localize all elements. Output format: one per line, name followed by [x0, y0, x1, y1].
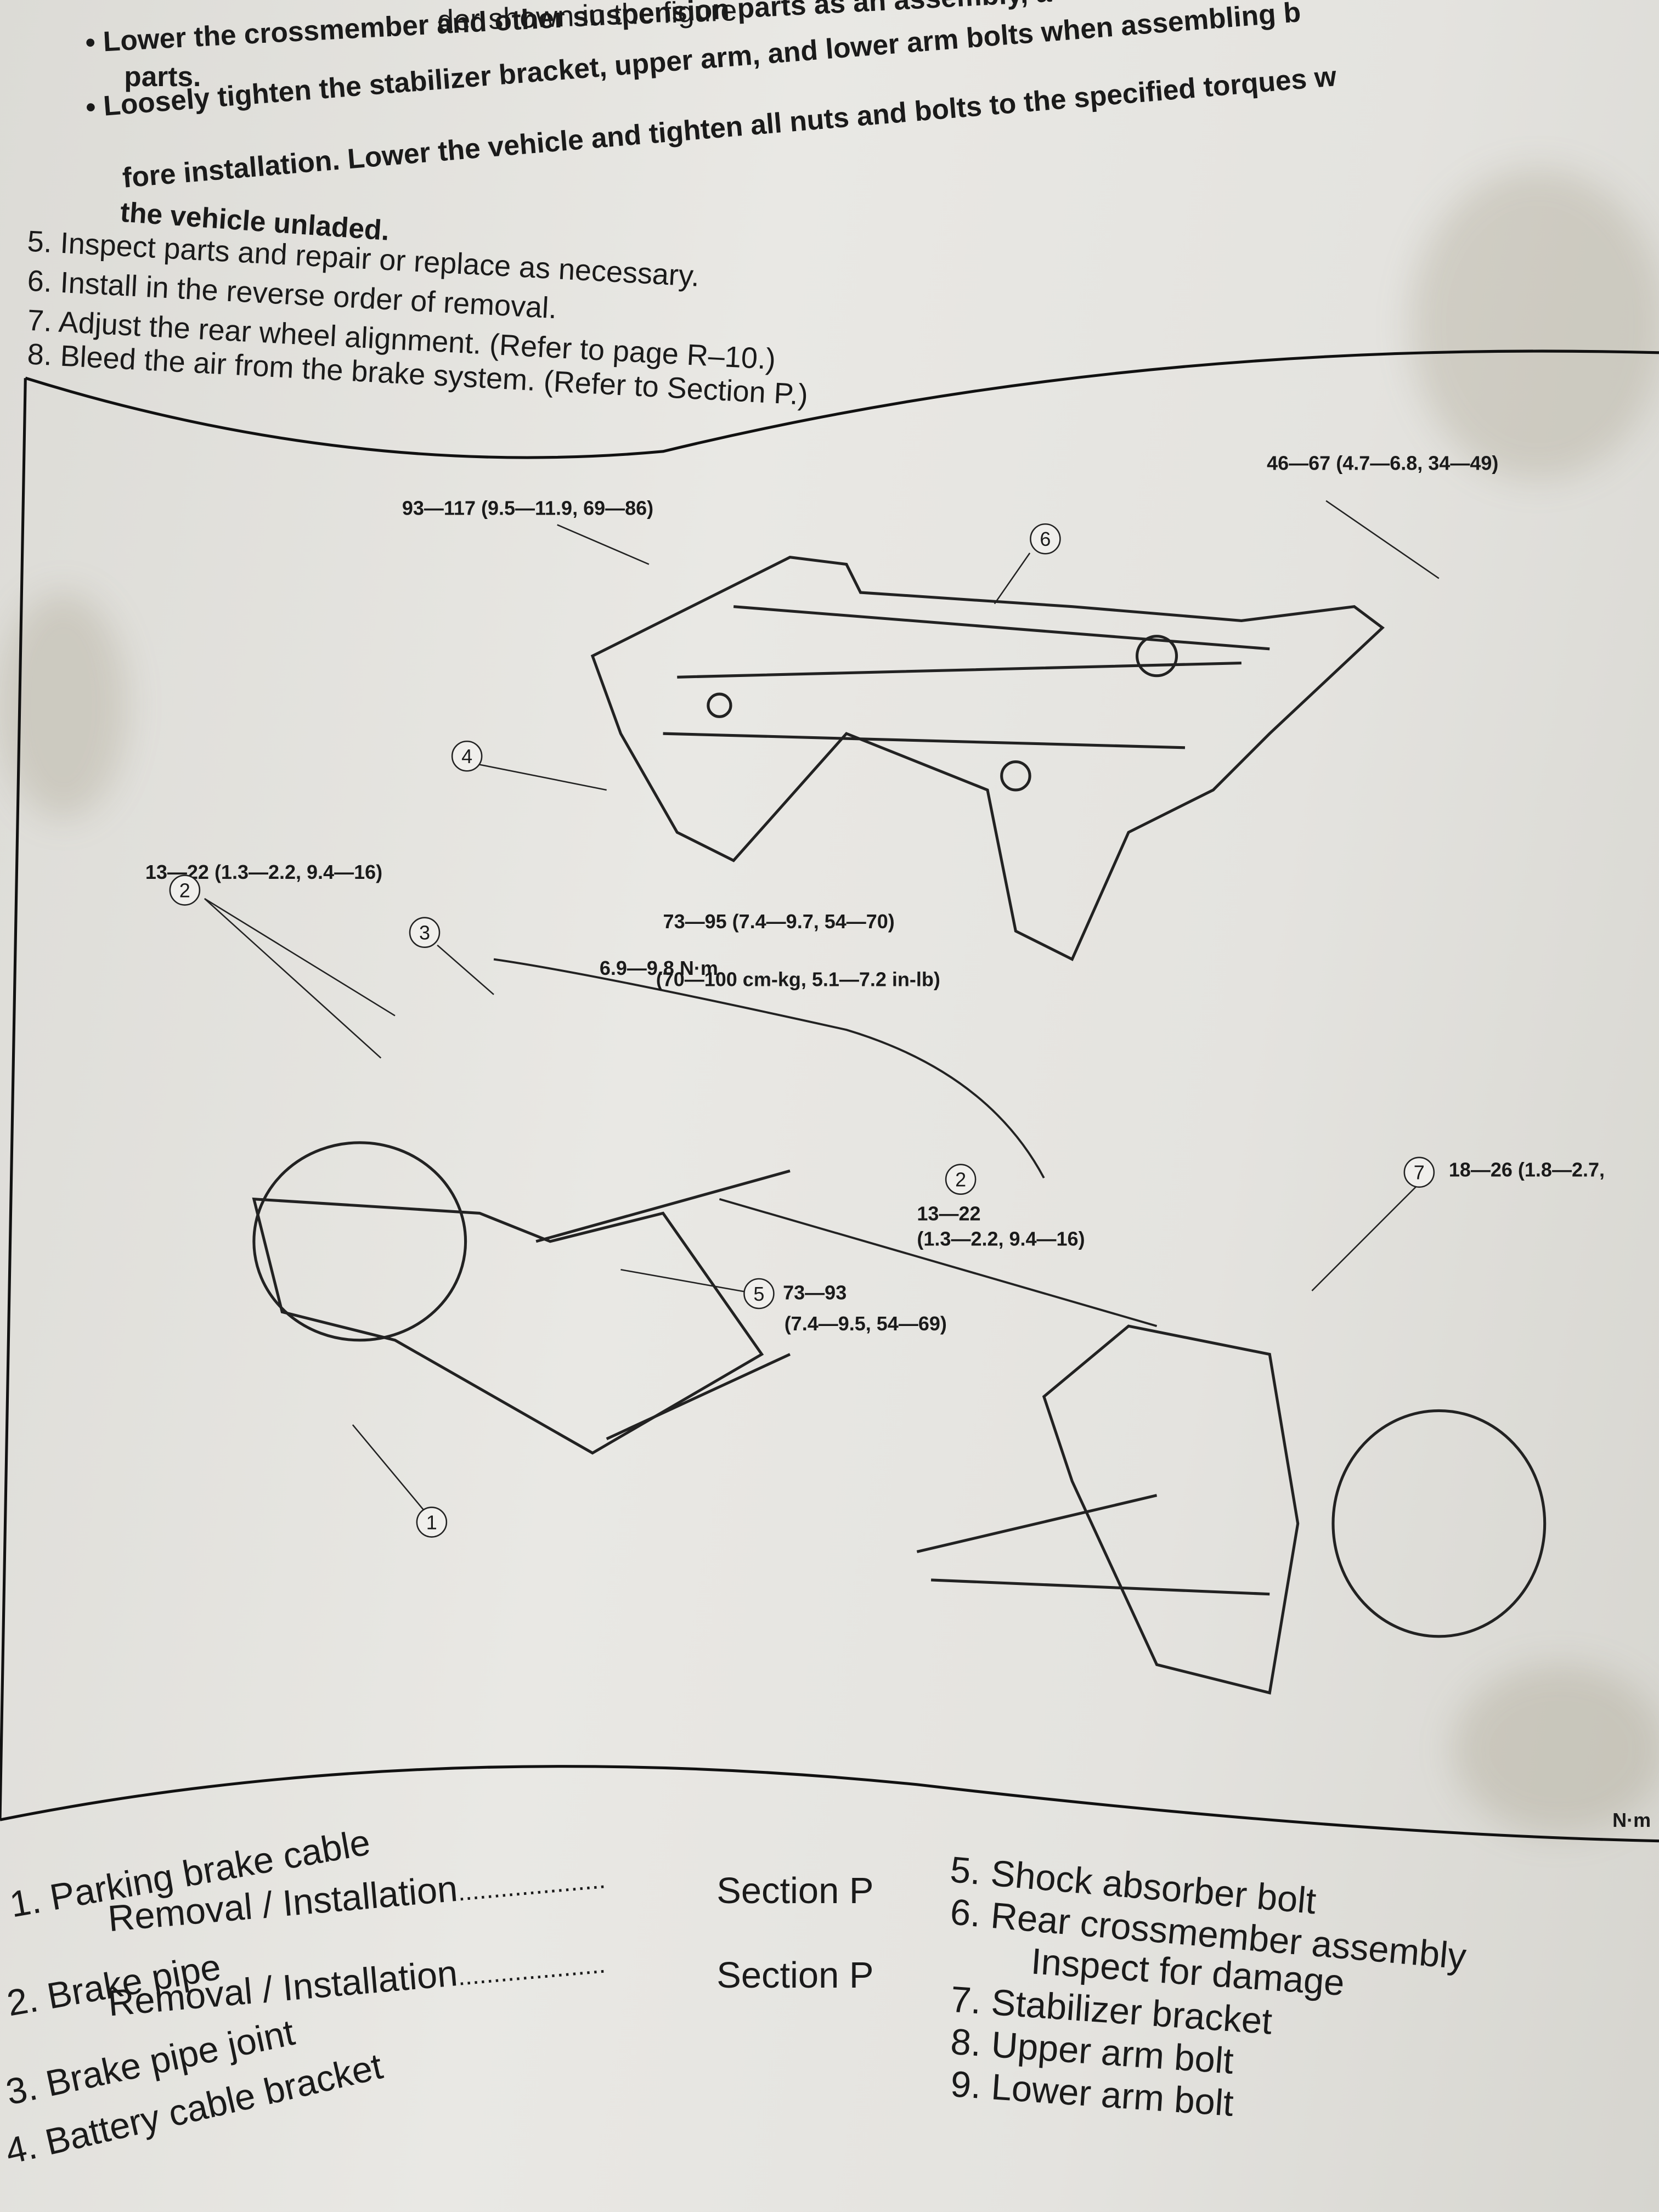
legend-item-2-ref: Section P — [716, 1954, 874, 1996]
callout-2: 2 — [945, 1164, 977, 1195]
torque-unit: N·m — [1612, 1808, 1651, 1831]
callout-5: 5 — [743, 1278, 775, 1310]
torque-label: (70—100 cm-kg, 5.1—7.2 in-lb) — [656, 967, 940, 991]
callout-2: 2 — [169, 874, 201, 906]
stain — [1453, 1664, 1659, 1834]
right-hub-drawing — [916, 1324, 1547, 1695]
torque-label: 46—67 (4.7—6.8, 34—49) — [1267, 451, 1499, 474]
callout-1: 1 — [416, 1506, 448, 1538]
torque-label: 93—117 (9.5—11.9, 69—86) — [402, 496, 654, 520]
callout-7: 7 — [1403, 1156, 1435, 1188]
frame-bottom-border — [0, 1765, 1659, 1843]
callout-4: 4 — [451, 740, 483, 772]
callout-3: 3 — [409, 917, 441, 948]
stain — [1410, 169, 1659, 480]
bullet-1-cont: parts. — [124, 62, 201, 93]
torque-label: 18—26 (1.8—2.7, — [1448, 1158, 1605, 1181]
frame-top-border — [25, 349, 1659, 459]
torque-label: (1.3—2.2, 9.4—16) — [917, 1227, 1085, 1250]
torque-label: 73—95 (7.4—9.7, 54—70) — [663, 910, 895, 933]
torque-label: 73—93 — [783, 1280, 847, 1304]
brake-pipe — [493, 958, 1158, 1327]
crossmember-drawing — [590, 556, 1385, 962]
torque-label: 6.9—9.8 N·m — [599, 956, 718, 979]
left-hub-drawing — [252, 1141, 791, 1455]
torque-label: 13—22 — [917, 1201, 981, 1224]
leader-lines — [204, 500, 1440, 1510]
callout-6: 6 — [1030, 523, 1061, 555]
frame-left-border — [0, 378, 27, 1820]
legend-item-1-ref: Section P — [716, 1869, 874, 1912]
torque-label: (7.4—9.5, 54—69) — [784, 1312, 947, 1335]
